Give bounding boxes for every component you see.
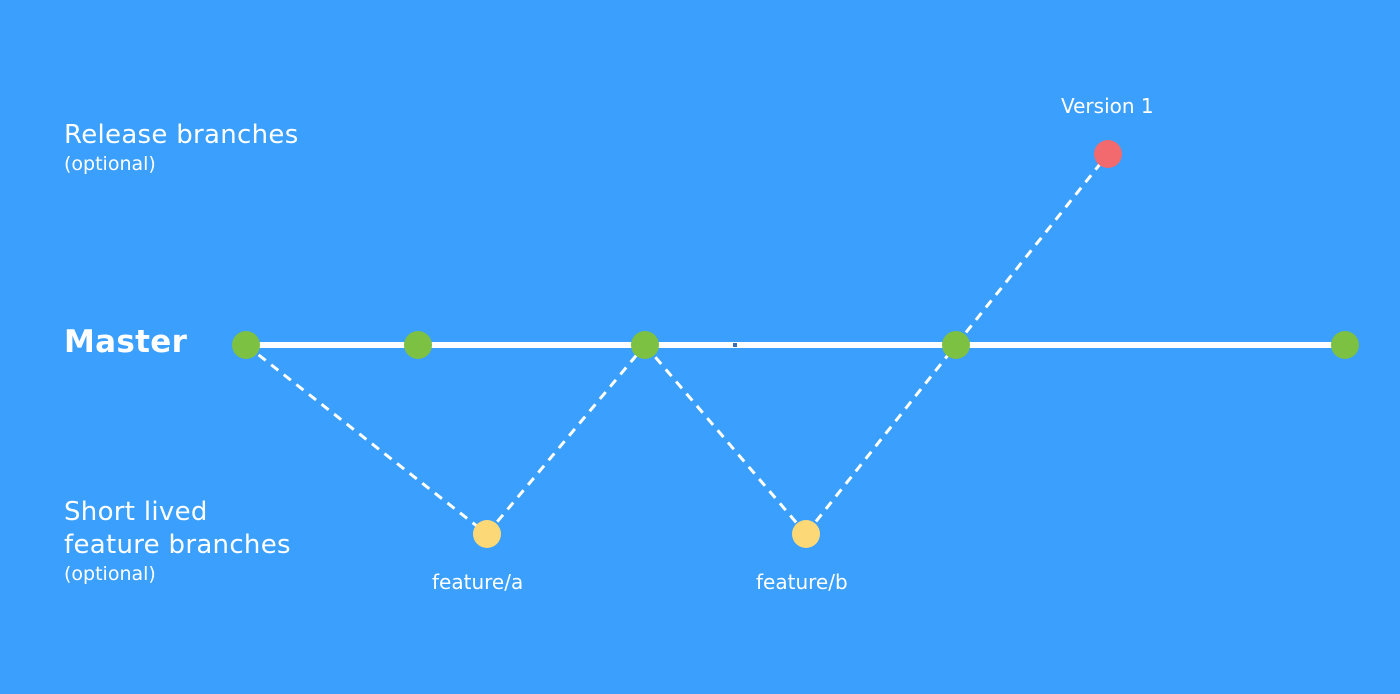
release-version-label: Version 1	[1061, 94, 1154, 118]
feature-lane-title-line2: feature branches	[64, 530, 291, 560]
master-commit-4[interactable]	[942, 331, 970, 359]
branch-out-feature-b	[643, 344, 808, 535]
master-tick-mark	[733, 343, 737, 347]
master-commit-2[interactable]	[404, 331, 432, 359]
feature-b-commit[interactable]	[792, 520, 820, 548]
release-version-1-commit[interactable]	[1094, 140, 1122, 168]
release-lane-note: (optional)	[64, 153, 156, 175]
feature-a-label: feature/a	[432, 570, 524, 594]
merge-in-feature-b	[804, 344, 958, 535]
master-commit-5[interactable]	[1331, 331, 1359, 359]
merge-in-feature-a	[485, 344, 647, 535]
feature-lane-title-line1: Short lived	[64, 497, 208, 527]
master-commit-1[interactable]	[232, 331, 260, 359]
feature-a-commit[interactable]	[473, 520, 501, 548]
branch-out-feature-a	[245, 343, 488, 536]
feature-b-label: feature/b	[756, 570, 848, 594]
release-lane-title: Release branches	[64, 120, 299, 150]
feature-lane-note: (optional)	[64, 563, 156, 585]
master-lane-title: Master	[64, 324, 188, 360]
master-commit-3[interactable]	[631, 331, 659, 359]
branch-out-release	[954, 153, 1110, 346]
